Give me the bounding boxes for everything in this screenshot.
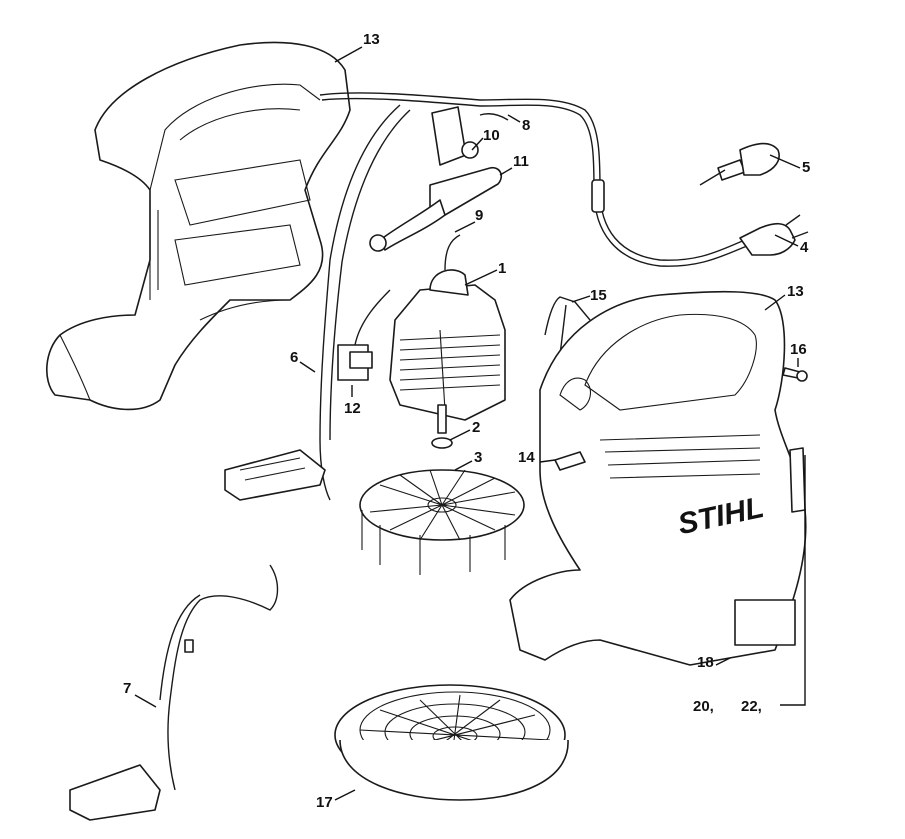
callout-12: 12	[344, 400, 361, 417]
callout-7: 7	[123, 680, 131, 697]
motor	[389, 234, 506, 434]
callout-1: 1	[498, 260, 506, 277]
switch	[431, 106, 509, 166]
fan-impeller	[359, 469, 525, 575]
wiring-harness	[319, 104, 411, 501]
callout-2: 2	[472, 419, 480, 436]
callout-14: 14	[518, 449, 535, 466]
callout-11: 11	[513, 153, 529, 170]
callout-10: 10	[483, 127, 500, 144]
screw	[782, 367, 808, 382]
intake-grille	[334, 684, 569, 801]
housing-half-left	[45, 41, 351, 411]
cable-7	[69, 564, 279, 821]
callout-4: 4	[800, 239, 809, 256]
callout-16: 16	[790, 341, 807, 358]
callout-6: 6	[290, 349, 298, 366]
callout-8: 8	[522, 117, 530, 134]
switch-block	[224, 449, 326, 501]
trigger	[369, 166, 502, 252]
callout-15: 15	[590, 287, 607, 304]
power-cord	[319, 92, 809, 267]
callout-9: 9	[475, 207, 483, 224]
callout-17: 17	[316, 794, 333, 811]
callout-20: 20,	[693, 698, 714, 715]
decal-20-22	[789, 447, 806, 513]
callout-labels: 13 8 10 11 9 1 5 4 15 13 16 6 12 2 3 14 …	[123, 31, 810, 811]
housing-half-right: STIHL	[509, 290, 807, 666]
callout-5: 5	[802, 159, 810, 176]
decal-14	[554, 451, 586, 471]
callout-3: 3	[474, 449, 482, 466]
callout-22: 22,	[741, 698, 762, 715]
bracket-line	[780, 455, 806, 706]
callout-13-left-housing: 13	[363, 31, 380, 48]
leader-lines	[134, 46, 801, 801]
allen-key	[544, 296, 591, 356]
callout-13-right-housing: 13	[787, 283, 804, 300]
callout-18: 18	[697, 654, 714, 671]
washer	[431, 437, 453, 449]
